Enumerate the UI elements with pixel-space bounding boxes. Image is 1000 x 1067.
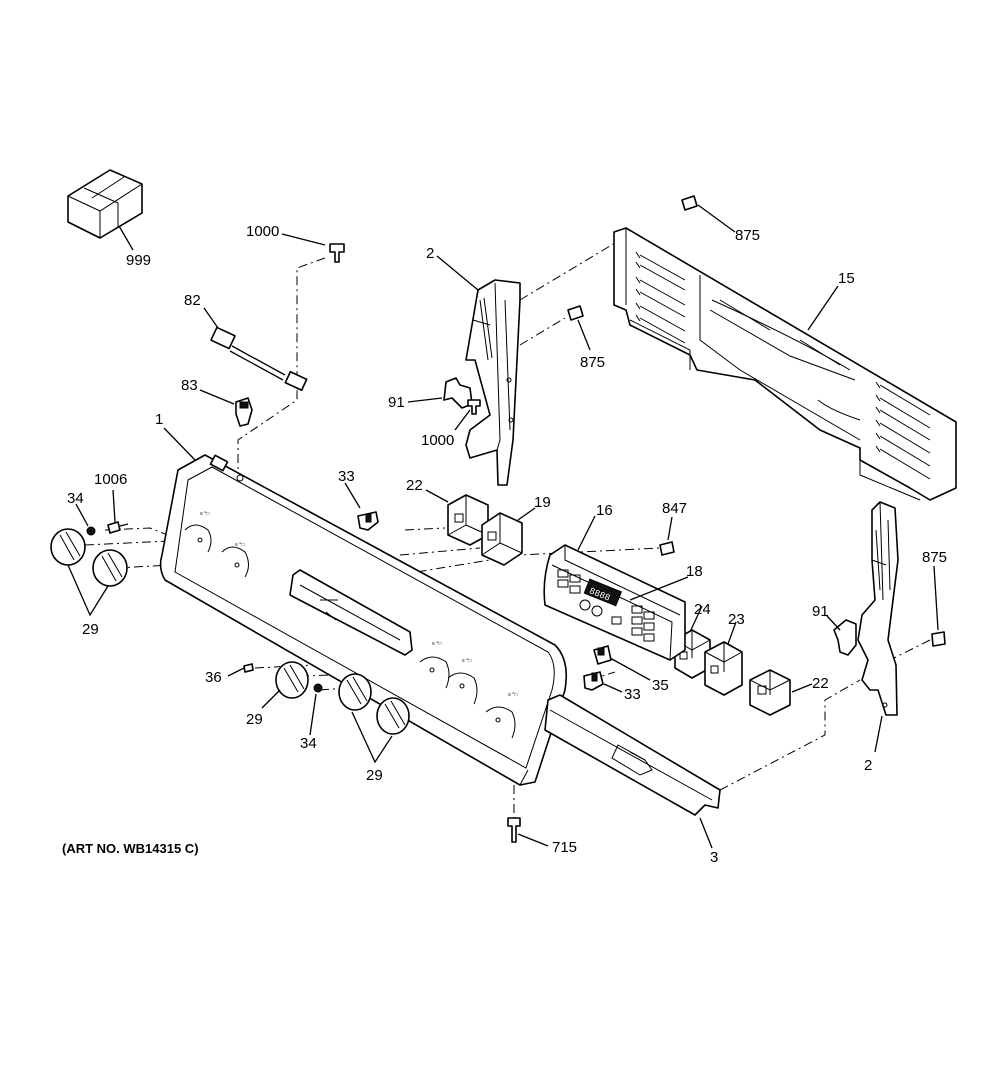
callout-34-lower: 34 xyxy=(300,735,317,752)
dial-markings-left: ≡ °□ ≡ °□ xyxy=(184,511,249,578)
callout-labels: 999 1000 82 83 2 91 1000 875 875 15 1 10… xyxy=(67,223,947,866)
vent-slots-right xyxy=(875,381,931,480)
part-1000-screw-top xyxy=(329,243,345,263)
callout-875-c: 875 xyxy=(922,549,947,566)
part-2-endcap-lower xyxy=(857,501,899,716)
callout-91-lower: 91 xyxy=(812,603,829,620)
part-715-screw xyxy=(507,817,521,843)
callout-875-b: 875 xyxy=(580,354,605,371)
leader-lines xyxy=(67,204,939,849)
callout-36: 36 xyxy=(205,669,222,686)
callout-1: 1 xyxy=(155,411,163,428)
callout-22-upper: 22 xyxy=(406,477,423,494)
callout-16: 16 xyxy=(596,502,613,519)
part-36-spring xyxy=(243,663,254,673)
callout-23: 23 xyxy=(728,611,745,628)
callout-999: 999 xyxy=(126,252,151,269)
callout-83: 83 xyxy=(181,377,198,394)
knob-29-upper-left-a xyxy=(50,528,86,566)
part-35-clip xyxy=(593,645,612,665)
part-1-control-panel: ≡ °□ ≡ °□ ≡ °□ ≡ °□ ≡ °□ xyxy=(159,454,568,786)
part-2-endcap-upper xyxy=(465,279,521,486)
svg-text:≡ °□: ≡ °□ xyxy=(462,658,471,664)
display-window xyxy=(289,569,413,656)
part-22-switch-lower xyxy=(749,669,791,716)
part-16-electronic-control: 8888 xyxy=(543,544,686,661)
callout-19: 19 xyxy=(534,494,551,511)
callout-1000-top: 1000 xyxy=(246,223,279,240)
part-15-vent-panel xyxy=(613,227,957,501)
part-1000-screw-mid xyxy=(467,399,481,415)
callout-2-upper: 2 xyxy=(426,245,434,262)
callout-91-upper: 91 xyxy=(388,394,405,411)
callout-29-mid: 29 xyxy=(246,711,263,728)
part-1006-screw xyxy=(107,521,129,534)
svg-text:≡ °□: ≡ °□ xyxy=(200,511,209,517)
callout-15: 15 xyxy=(838,270,855,287)
part-19-switch xyxy=(481,512,523,566)
art-number: (ART NO. WB14315 C) xyxy=(62,841,199,856)
part-875-screw-b xyxy=(567,305,584,321)
knob-29-upper-left-b xyxy=(92,549,128,587)
svg-text:≡ °□: ≡ °□ xyxy=(235,542,244,548)
part-875-screw-a xyxy=(681,195,698,211)
callout-715: 715 xyxy=(552,839,577,856)
callout-33-upper: 33 xyxy=(338,468,355,485)
callout-34-upper: 34 xyxy=(67,490,84,507)
callout-875-a: 875 xyxy=(735,227,760,244)
svg-text:≡ °□: ≡ °□ xyxy=(432,641,441,647)
callout-29-right: 29 xyxy=(366,767,383,784)
vent-slots-left xyxy=(635,251,686,344)
part-83-connector xyxy=(235,397,253,427)
knob-29-lower-b xyxy=(376,697,410,735)
control-buttons xyxy=(557,569,655,642)
callout-3: 3 xyxy=(710,849,718,866)
callout-847: 847 xyxy=(662,500,687,517)
callout-1000-mid: 1000 xyxy=(421,432,454,449)
part-82-harness xyxy=(210,326,308,392)
callout-2-lower: 2 xyxy=(864,757,872,774)
part-33-clip-b xyxy=(583,671,604,691)
part-23-switch xyxy=(704,641,743,696)
dial-markings-right: ≡ °□ ≡ °□ ≡ °□ xyxy=(419,641,517,739)
callout-1006: 1006 xyxy=(94,471,127,488)
part-34-washer-upper xyxy=(86,526,96,536)
callout-35: 35 xyxy=(652,677,669,694)
part-91-bracket-lower xyxy=(833,619,857,656)
part-847-screw xyxy=(659,541,675,556)
part-34-washer-lower xyxy=(313,683,323,693)
part-33-clip-a xyxy=(357,511,379,531)
part-875-screw-c xyxy=(931,631,946,647)
knob-29-lower-left xyxy=(275,661,309,699)
part-3-bottom-trim xyxy=(544,694,721,816)
part-999-box xyxy=(67,169,143,239)
callout-22-lower: 22 xyxy=(812,675,829,692)
callout-18: 18 xyxy=(686,563,703,580)
callout-24: 24 xyxy=(694,601,711,618)
svg-text:≡ °□: ≡ °□ xyxy=(508,692,517,698)
knob-29-lower-a xyxy=(338,673,372,711)
callout-33-lower: 33 xyxy=(624,686,641,703)
callout-29-left: 29 xyxy=(82,621,99,638)
callout-82: 82 xyxy=(184,292,201,309)
